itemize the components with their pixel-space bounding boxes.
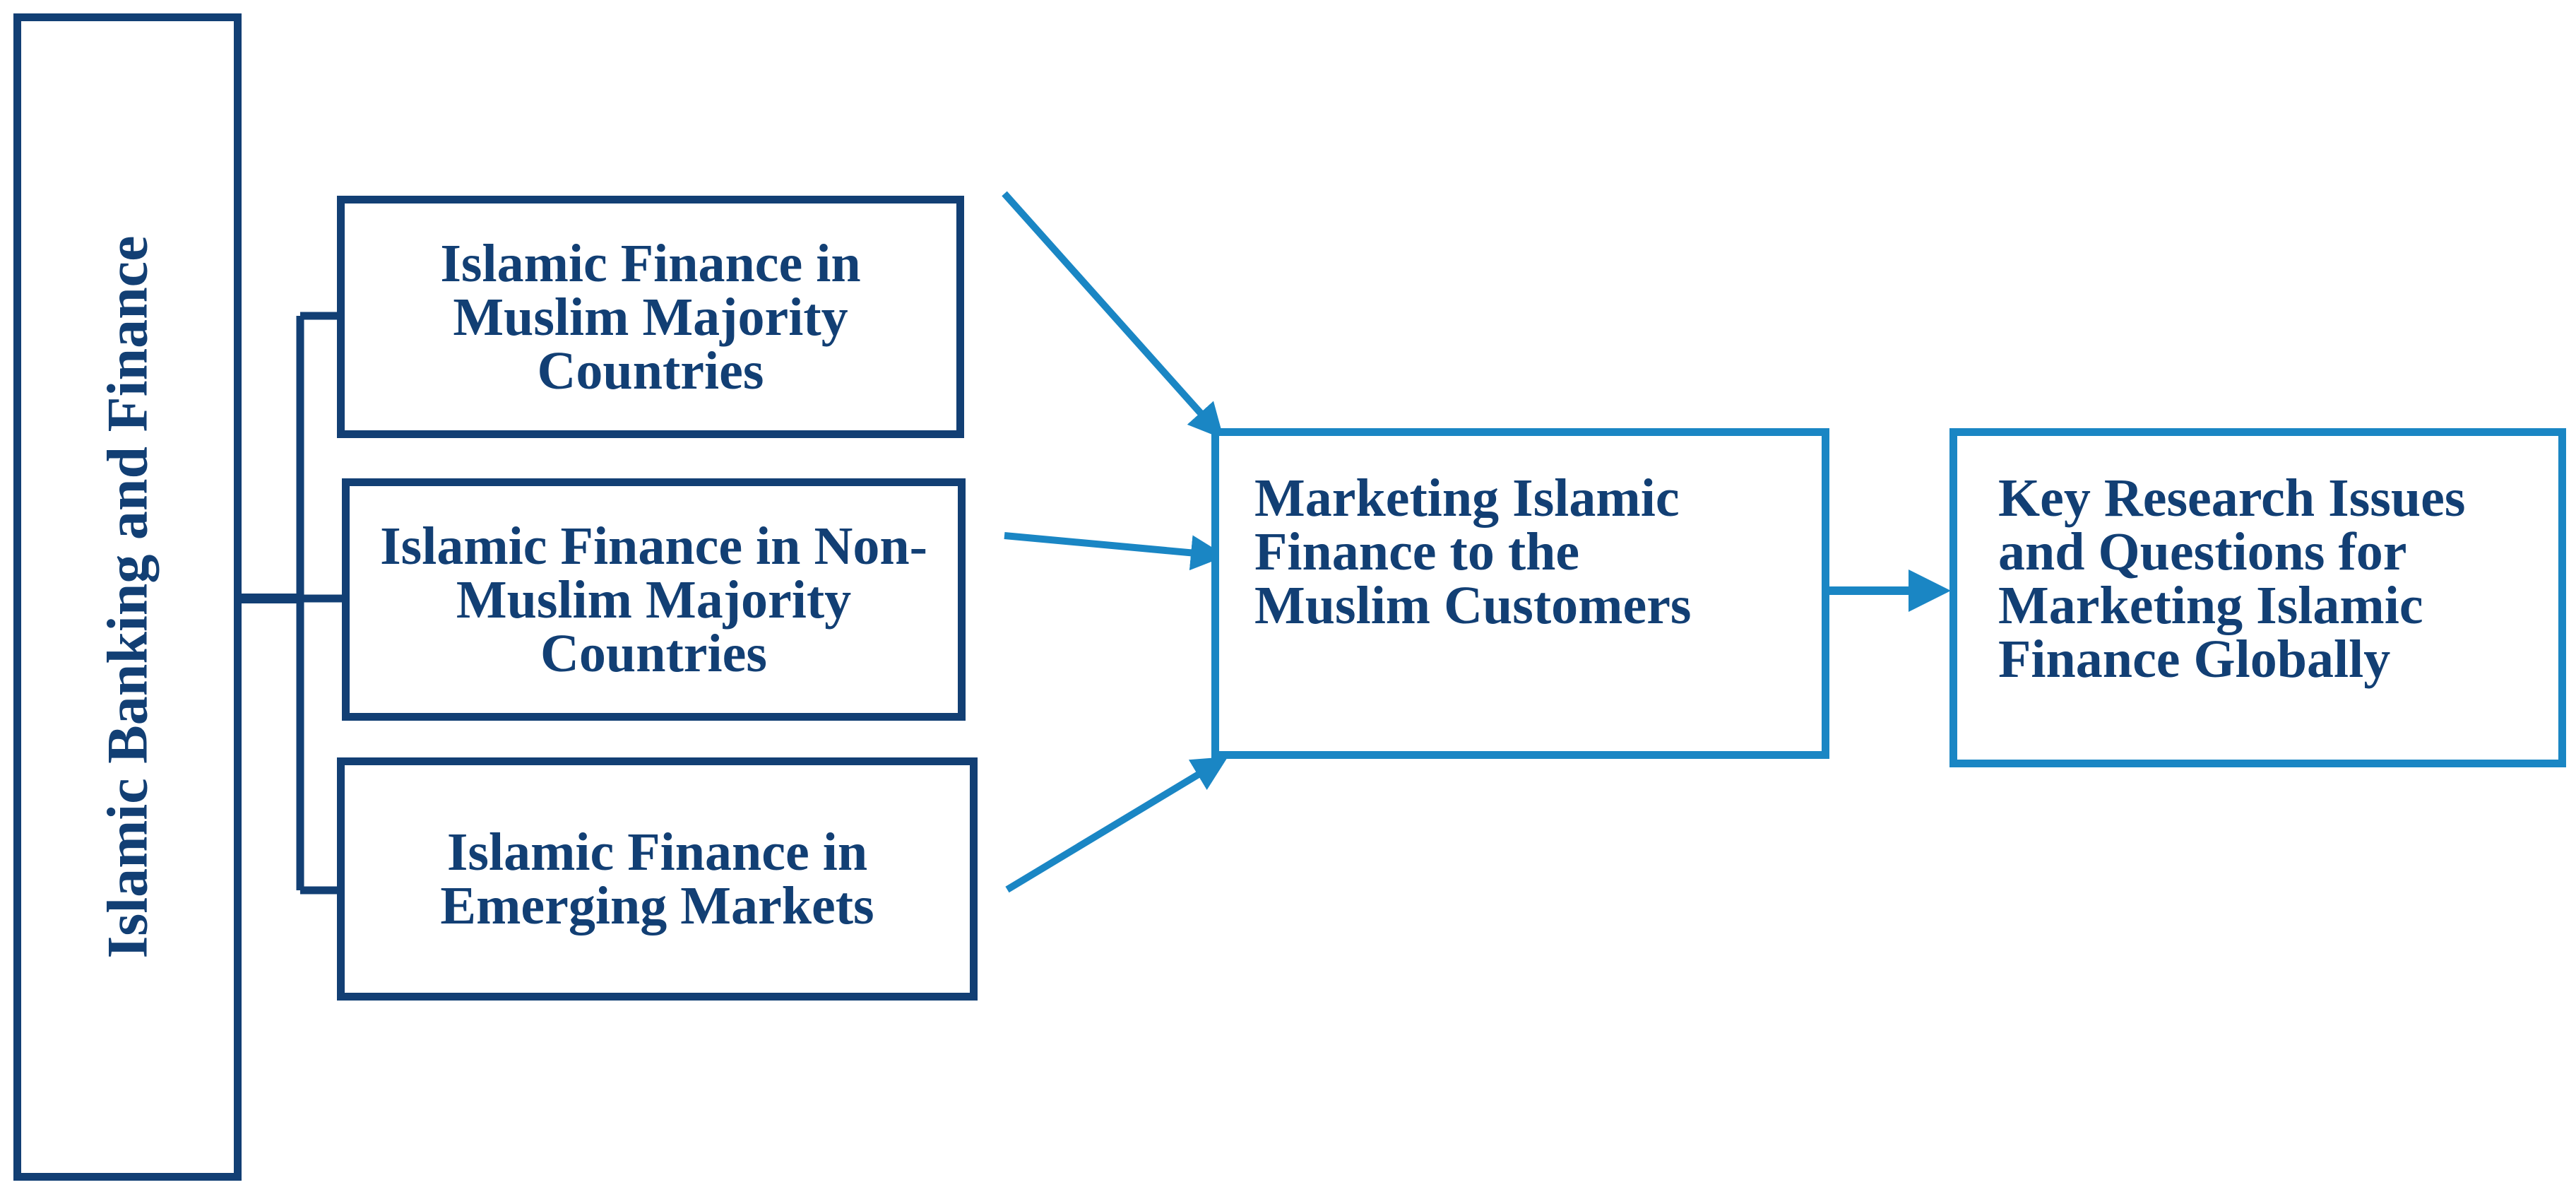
arrow-muslim-to-marketing	[1002, 191, 1224, 439]
arrow-emerging-to-marketing	[1005, 756, 1228, 893]
branch-emerging-markets-label: Islamic Finance in Emerging Markets	[440, 822, 874, 936]
research-node-label: Key Research Issues and Questions for Ma…	[1998, 468, 2466, 689]
research-node-box: Key Research Issues and Questions for Ma…	[1949, 428, 2566, 767]
arrow-non-muslim-to-marketing	[1004, 532, 1226, 571]
branch-muslim-majority-box: Islamic Finance in Muslim Majority Count…	[337, 196, 964, 438]
branch-muslim-majority-label: Islamic Finance in Muslim Majority Count…	[440, 233, 861, 401]
branch-non-muslim-majority-label: Islamic Finance in Non- Muslim Majority …	[380, 516, 927, 683]
root-node-box: Islamic Banking and Finance	[13, 13, 242, 1181]
root-node-label: Islamic Banking and Finance	[95, 235, 160, 959]
branch-emerging-markets-box: Islamic Finance in Emerging Markets	[337, 757, 978, 1001]
branch-non-muslim-majority-box: Islamic Finance in Non- Muslim Majority …	[342, 478, 966, 721]
marketing-node-label: Marketing Islamic Finance to the Muslim …	[1254, 468, 1692, 635]
marketing-node-box: Marketing Islamic Finance to the Muslim …	[1211, 428, 1829, 759]
